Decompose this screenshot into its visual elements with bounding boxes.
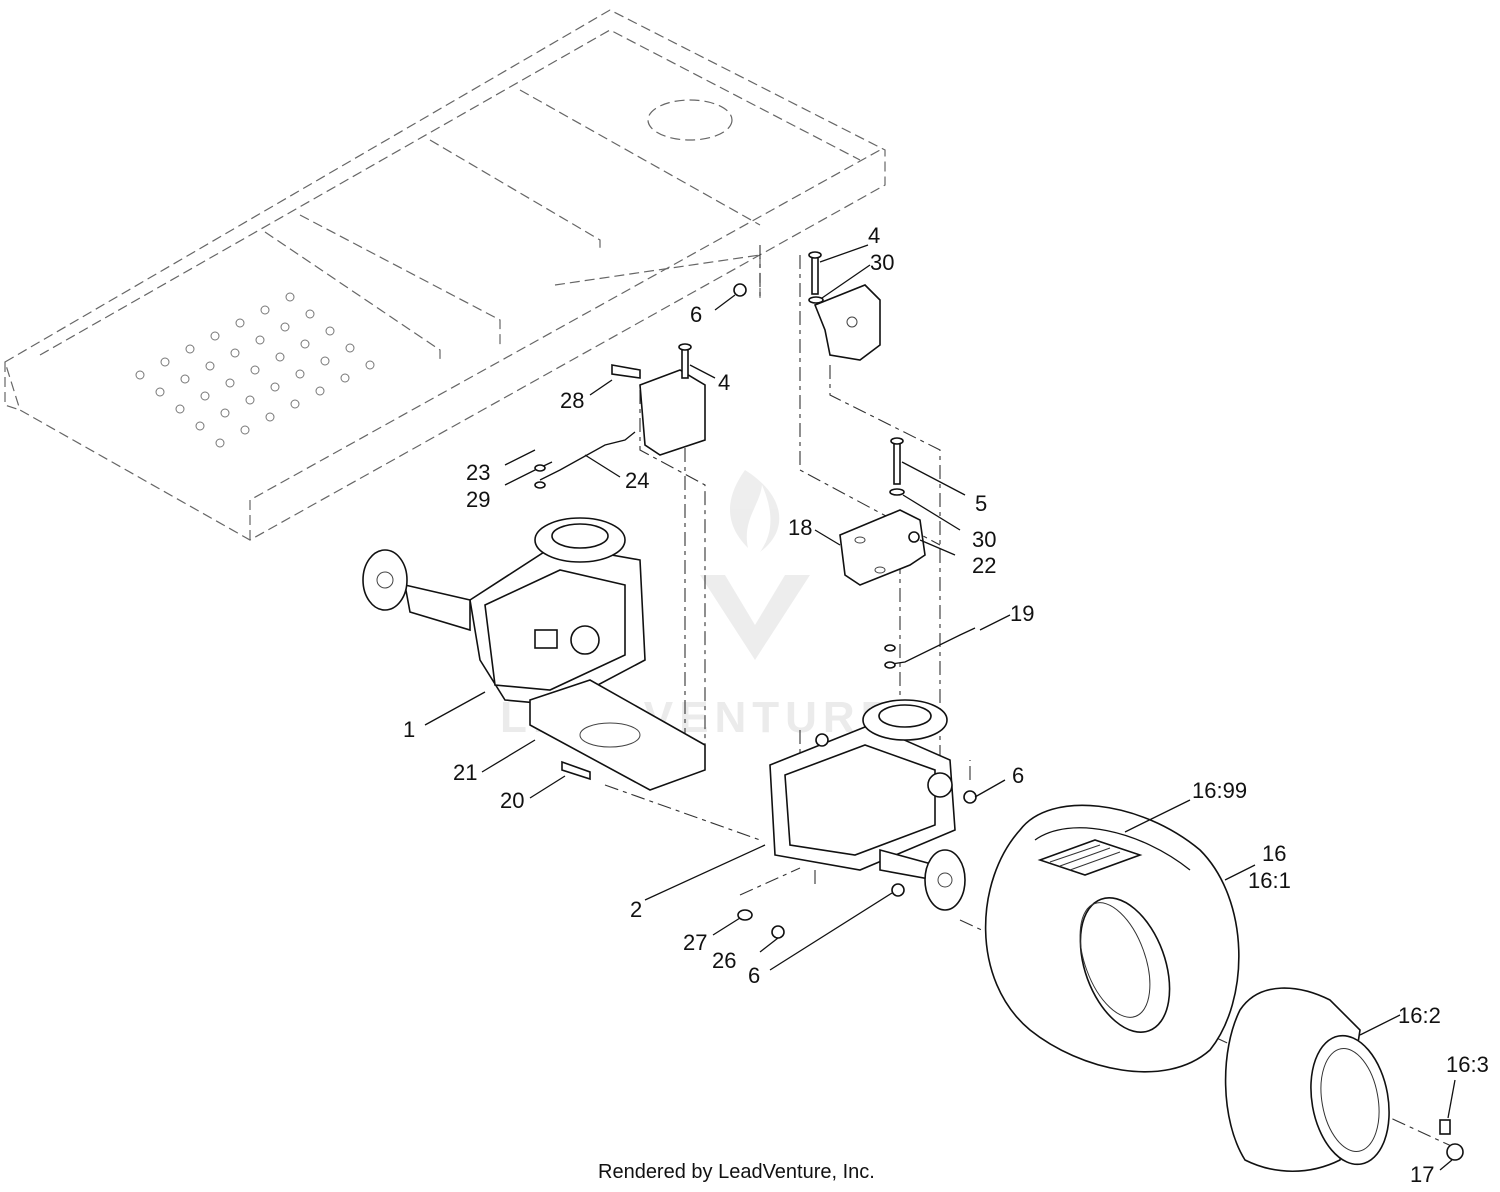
callout-5: 5 [975, 491, 987, 516]
rendered-by-credit: Rendered by LeadVenture, Inc. [598, 1161, 875, 1183]
callout-21: 21 [453, 760, 477, 785]
transmission-right [769, 699, 966, 911]
callout-2: 2 [630, 897, 642, 922]
bracket-upper-right [813, 284, 881, 361]
callout-20: 20 [500, 788, 524, 813]
wheel-rim [1224, 987, 1464, 1172]
callout-30a: 30 [870, 250, 894, 275]
callout-16-2: 16:2 [1398, 1003, 1441, 1028]
leader-lines [424, 244, 1456, 1171]
spring-rods [534, 431, 976, 669]
callout-16-3: 16:3 [1446, 1052, 1489, 1077]
bracket-28-mount [639, 369, 706, 456]
callout-6a: 6 [690, 302, 702, 327]
callout-16-1: 16:1 [1248, 868, 1291, 893]
callout-22: 22 [972, 553, 996, 578]
callout-6c: 6 [748, 963, 760, 988]
callout-16: 16 [1262, 841, 1286, 866]
callout-30b: 30 [972, 527, 996, 552]
callout-23: 23 [466, 460, 490, 485]
callout-29: 29 [466, 487, 490, 512]
bracket-18 [839, 509, 926, 586]
callout-6b: 6 [1012, 763, 1024, 788]
callout-17: 17 [1410, 1162, 1434, 1187]
callout-1: 1 [403, 717, 415, 742]
frame-perforation-grid [135, 292, 375, 448]
callout-labels: 1 2 4 4 5 6 6 6 16 16:1 16:2 16:3 16:99 … [403, 223, 1489, 1187]
callout-4a: 4 [868, 223, 880, 248]
hardware [561, 251, 977, 939]
callout-16-99: 16:99 [1192, 778, 1247, 803]
callout-26: 26 [712, 948, 736, 973]
bracket-21 [529, 679, 706, 791]
callout-27: 27 [683, 930, 707, 955]
rear-tire [984, 804, 1240, 1073]
callout-4b: 4 [718, 370, 730, 395]
callout-24: 24 [625, 468, 649, 493]
mower-frame [4, 9, 886, 541]
callout-18: 18 [788, 515, 812, 540]
callout-19: 19 [1010, 601, 1034, 626]
transmission-left [362, 517, 646, 706]
callout-28: 28 [560, 388, 584, 413]
